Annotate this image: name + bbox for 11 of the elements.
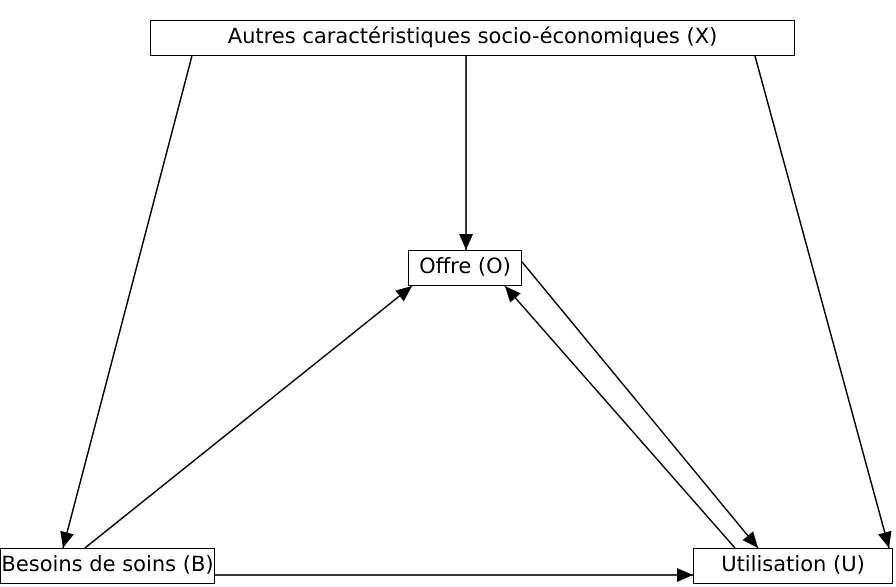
arrow xyxy=(84,285,412,549)
arrow xyxy=(754,56,892,548)
arrow xyxy=(215,568,693,582)
arrow xyxy=(521,261,759,548)
arrow xyxy=(504,286,736,548)
arrow xyxy=(60,56,193,548)
label-box: Utilisation (U) xyxy=(693,548,893,584)
label-box: Autres caractéristiques socio-économiques (X) xyxy=(150,20,795,56)
label-box: Offre (O) xyxy=(408,250,522,286)
label-box: Besoins de soins (B) xyxy=(0,548,215,584)
arrow xyxy=(459,56,474,250)
